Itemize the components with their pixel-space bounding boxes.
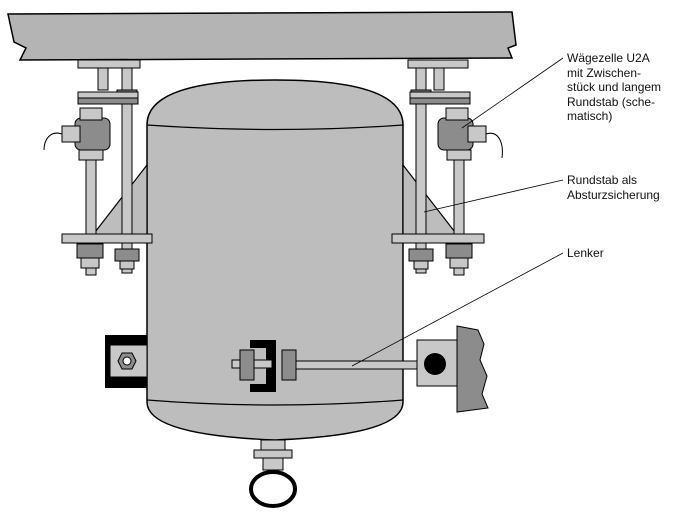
bottom-outlet bbox=[249, 439, 297, 508]
vessel bbox=[146, 79, 404, 441]
left-load-cell-assembly bbox=[43, 59, 153, 276]
vessel-bracket-right bbox=[402, 163, 460, 237]
left-bracket-with-nut bbox=[105, 335, 148, 388]
leader-lines bbox=[351, 57, 564, 367]
label-load-cell: Wägezelle U2A mit Zwischen- stück und la… bbox=[567, 51, 662, 123]
label-safety-rod: Rundstab als Absturzsicherung bbox=[567, 173, 660, 202]
ceiling-structure bbox=[7, 11, 517, 61]
right-load-cell-assembly bbox=[391, 59, 503, 276]
label-link-rod: Lenker bbox=[567, 246, 604, 260]
vessel-bracket-left bbox=[90, 163, 148, 237]
link-rod-assembly bbox=[231, 325, 489, 413]
